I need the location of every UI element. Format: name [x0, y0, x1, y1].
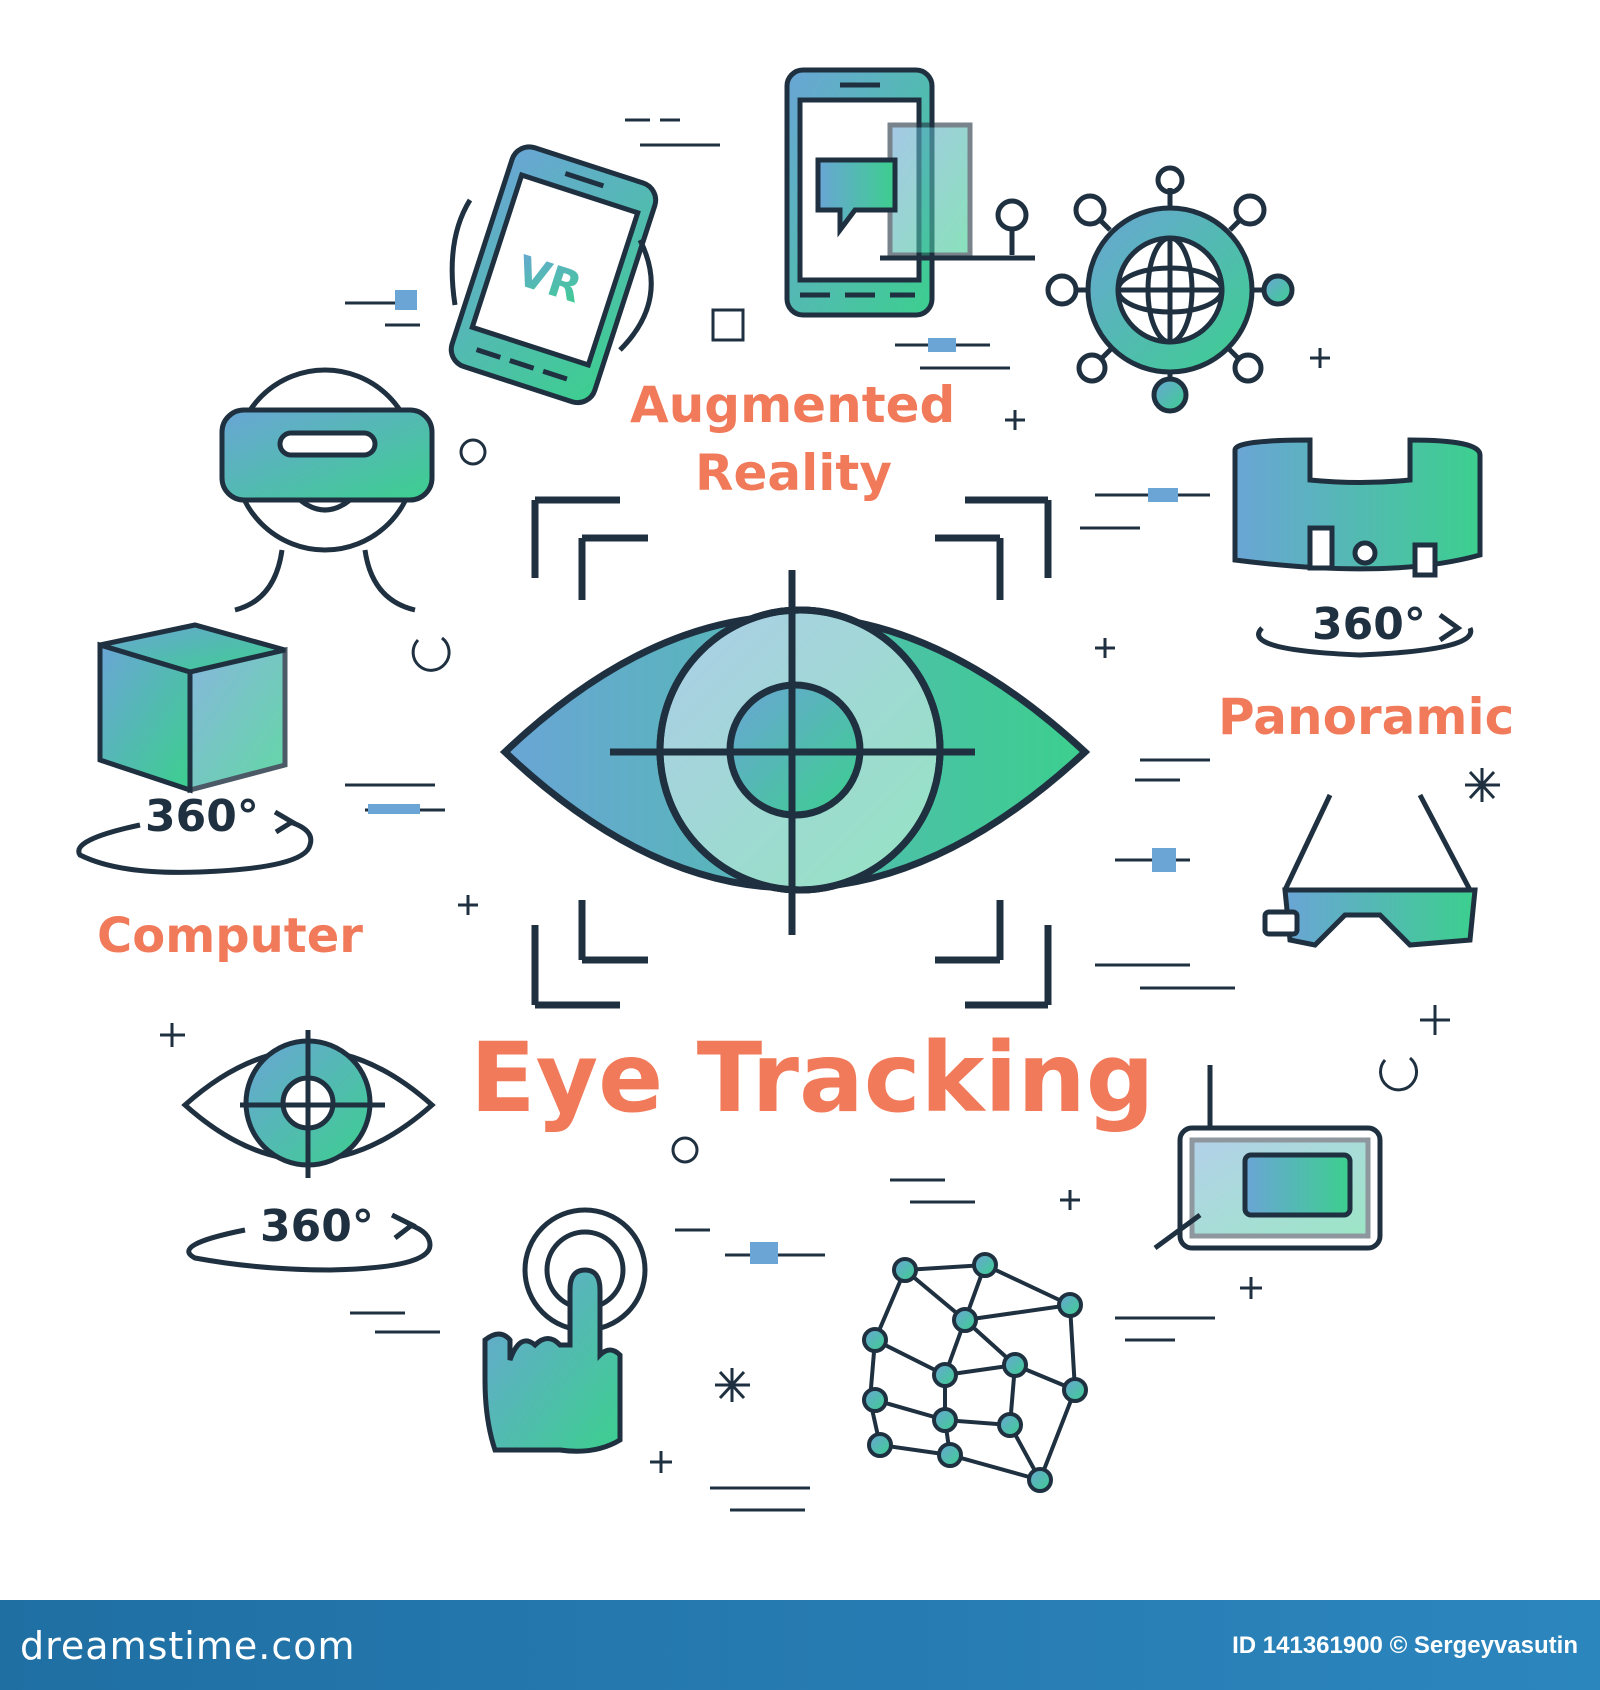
footer-bar: dreamstime.com ID 141361900 © Sergeyvasu…	[0, 1600, 1600, 1690]
augmented-reality-label-line2: Reality	[695, 444, 892, 502]
vr-headset-icon	[219, 367, 435, 613]
cube-360-icon	[76, 622, 314, 875]
cube-360-label: 360°	[145, 791, 259, 842]
eye-360-icon	[181, 1030, 436, 1273]
panoramic-screen-icon	[1232, 437, 1483, 658]
eye-360-label: 360°	[260, 1201, 374, 1252]
footer-site[interactable]: dreamstime.com	[20, 1624, 356, 1668]
smart-glasses-icon	[1262, 793, 1478, 948]
panoramic-label: Panoramic	[1218, 688, 1515, 746]
vr-phone-icon	[448, 144, 659, 406]
illustration: VR	[76, 67, 1500, 1512]
page-title: Eye Tracking	[470, 1022, 1155, 1134]
panoramic-360-label: 360°	[1312, 599, 1426, 650]
computer-label: Computer	[97, 908, 363, 964]
eye-target-icon	[499, 496, 1091, 1009]
accent-blocks	[368, 290, 1178, 1264]
decorative-marks	[160, 118, 1500, 1512]
ar-phone-icon	[784, 67, 1035, 318]
touch-finger-icon	[482, 1207, 648, 1454]
footer-credit: ID 141361900 © Sergeyvasutin	[1232, 1632, 1578, 1659]
augmented-reality-label-line1: Augmented	[630, 376, 956, 434]
network-globe-icon	[1045, 165, 1295, 414]
neural-mesh-icon	[862, 1252, 1088, 1493]
phone-chat-icon	[1153, 1065, 1383, 1251]
